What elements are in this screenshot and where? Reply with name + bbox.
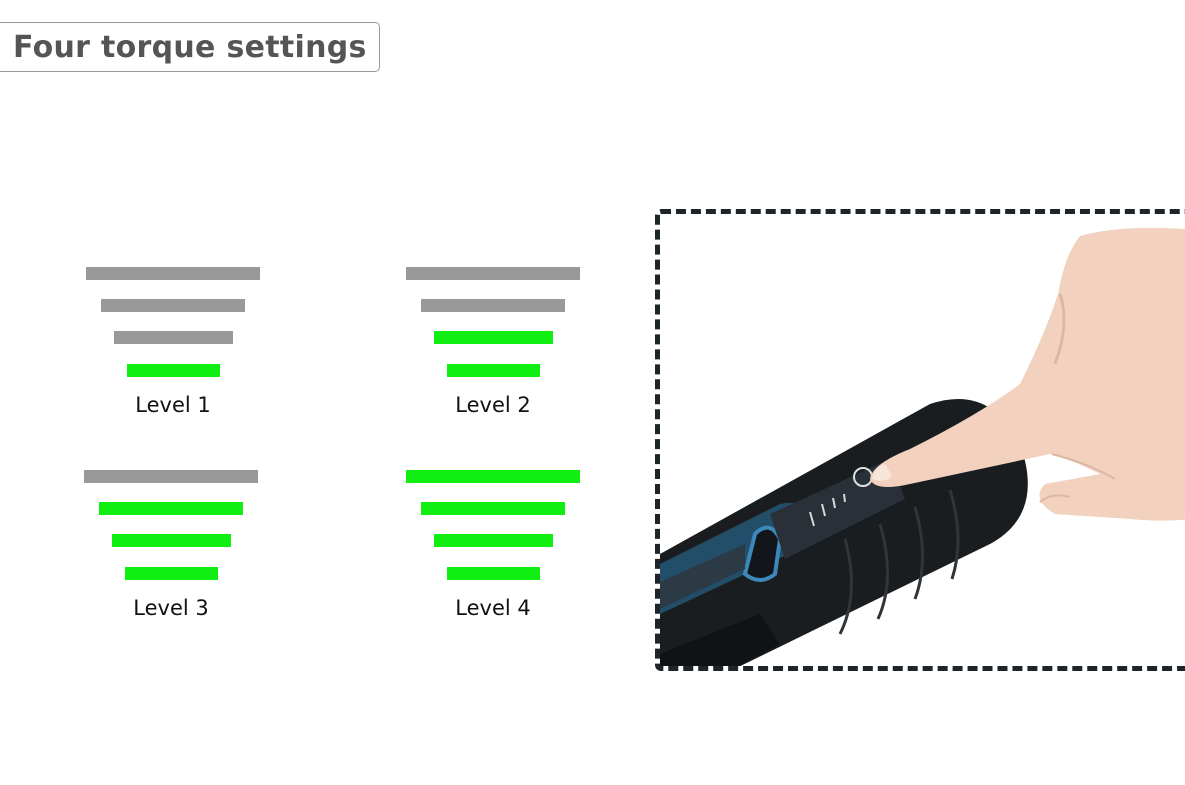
torque-bar-active (433, 534, 553, 547)
level-label: Level 2 (455, 393, 531, 417)
torque-bar-active (421, 502, 565, 515)
torque-bar-active (99, 502, 243, 515)
screwdriver-photo (660, 227, 1185, 666)
level-label: Level 3 (133, 596, 209, 620)
torque-bar-active (446, 364, 540, 377)
torque-bar-active (433, 331, 553, 344)
level-label: Level 1 (135, 393, 211, 417)
torque-bar-active (111, 534, 231, 547)
torque-bar-active (406, 470, 580, 483)
torque-bar-inactive (406, 267, 580, 280)
torque-bar-inactive (101, 299, 245, 312)
hand-icon (870, 227, 1185, 521)
photo-frame (655, 209, 1185, 671)
torque-bar-active (124, 567, 218, 580)
torque-bar-inactive (421, 299, 565, 312)
torque-bar-inactive (113, 331, 233, 344)
torque-bar-active (126, 364, 220, 377)
torque-bar-inactive (84, 470, 258, 483)
level-label: Level 4 (455, 596, 531, 620)
torque-bar-active (446, 567, 540, 580)
page-title: Four torque settings (0, 22, 380, 72)
torque-bar-inactive (86, 267, 260, 280)
